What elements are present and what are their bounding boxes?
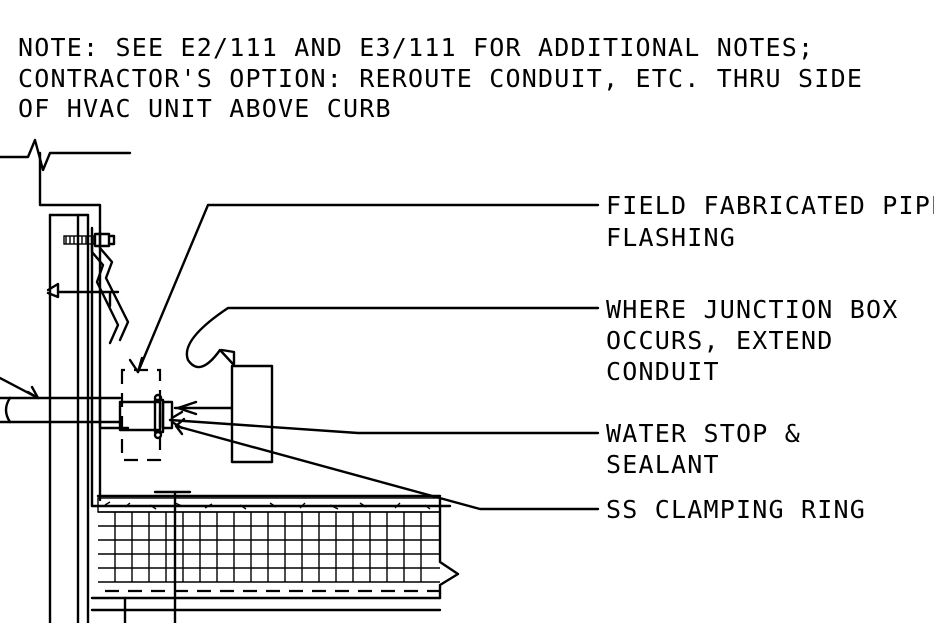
callout-pipe-flashing: FIELD FABRICATED PIPE FLASHING [606, 191, 934, 252]
general-note-line-3: OF HVAC UNIT ABOVE CURB [18, 94, 392, 123]
callout-pipe-flashing-line-2: FLASHING [606, 223, 736, 252]
bracket [46, 282, 120, 308]
general-note-line-2: CONTRACTOR'S OPTION: REROUTE CONDUIT, ET… [18, 64, 863, 93]
callout-water-stop-line-1: WATER STOP & [606, 419, 801, 448]
counter-flashing [90, 230, 130, 345]
callout-junction-box-line-3: CONDUIT [606, 357, 720, 386]
general-note-line-1: NOTE: SEE E2/111 AND E3/111 FOR ADDITION… [18, 33, 814, 62]
roof-layers [90, 490, 460, 623]
callout-junction-box-line-1: WHERE JUNCTION BOX [606, 295, 899, 324]
callout-clamping-ring: SS CLAMPING RING [606, 495, 866, 524]
conduit [0, 396, 234, 432]
callout-junction-box: WHERE JUNCTION BOX OCCURS, EXTEND CONDUI… [606, 295, 899, 386]
callout-water-stop-line-2: SEALANT [606, 450, 720, 479]
callout-pipe-flashing-line-1: FIELD FABRICATED PIPE [606, 191, 934, 220]
general-note: NOTE: SEE E2/111 AND E3/111 FOR ADDITION… [18, 33, 863, 123]
pipe-flashing-dashed [120, 368, 162, 462]
curb-wall [0, 138, 452, 623]
clamp-ring [153, 393, 174, 440]
callout-junction-box-line-2: OCCURS, EXTEND [606, 326, 834, 355]
screw-icon [63, 232, 116, 248]
leader-lines [0, 203, 600, 511]
callout-clamping-ring-line-1: SS CLAMPING RING [606, 495, 866, 524]
junction-box [230, 364, 274, 464]
callout-water-stop: WATER STOP & SEALANT [606, 419, 801, 479]
